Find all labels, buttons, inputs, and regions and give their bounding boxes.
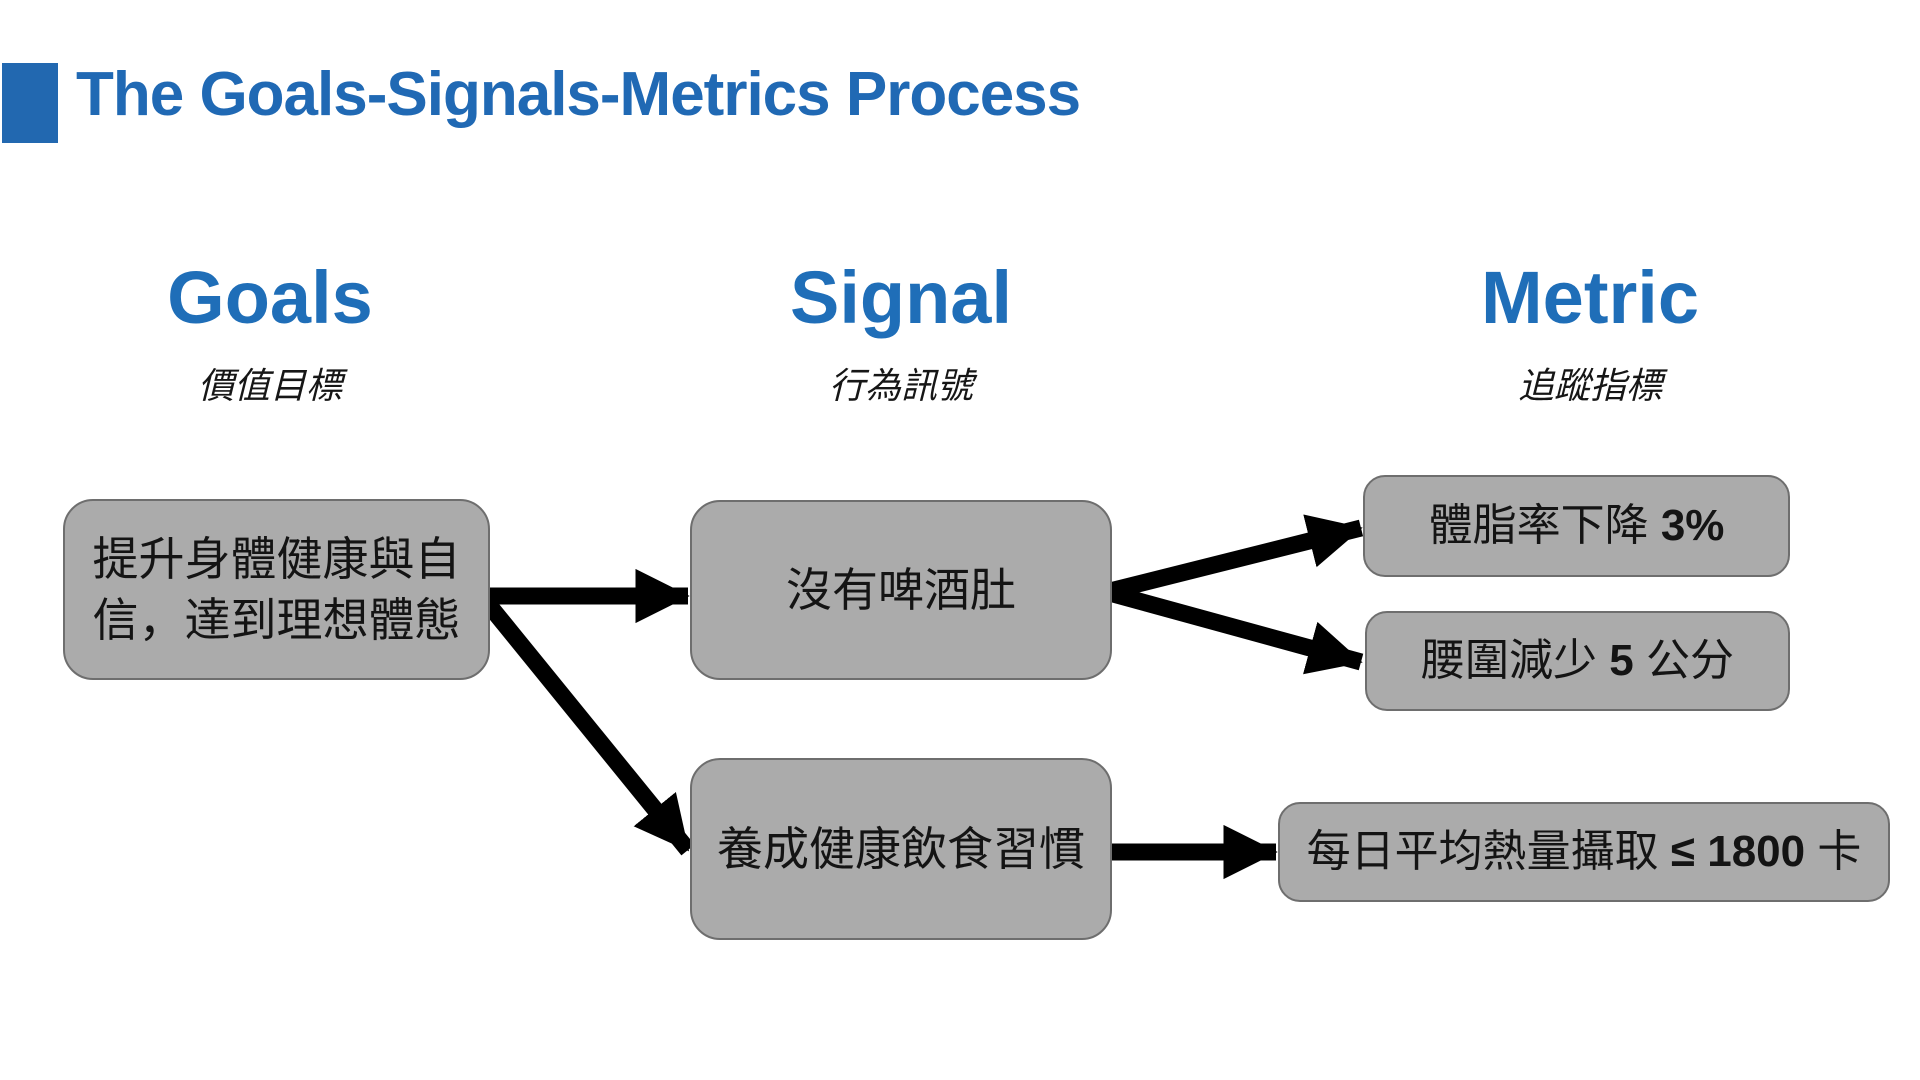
- column-subtitle-goals: 價值目標: [197, 365, 342, 406]
- metric-box-2: 腰圍減少 5 公分: [1365, 611, 1790, 711]
- metric-box-3: 每日平均熱量攝取 ≤ 1800 卡: [1278, 802, 1890, 902]
- metric-box-1: 體脂率下降 3%: [1363, 475, 1790, 577]
- arrow-signal1-to-metric2: [1103, 583, 1364, 675]
- signal-box-2-text: 養成健康飲食習慣: [717, 822, 1085, 875]
- metric-box-1-text: 體脂率下降 3%: [1428, 500, 1725, 550]
- arrow-signal1-to-metric1: [1103, 514, 1364, 601]
- column-subtitle-signal: 行為訊號: [828, 365, 973, 406]
- arrow-goal-to-signal2: [477, 593, 695, 856]
- goal-box-text: 提升身體健康與自 信，達到理想體態: [92, 532, 461, 646]
- signal-box-1-text: 沒有啤酒肚: [786, 563, 1016, 616]
- column-header-signal: Signal: [789, 256, 1013, 339]
- goal-box: 提升身體健康與自 信，達到理想體態: [63, 499, 490, 680]
- column-subtitle-metric: 追蹤指標: [1517, 365, 1662, 406]
- column-header-metric: Metric: [1481, 256, 1699, 339]
- metric-box-3-text: 每日平均熱量攝取 ≤ 1800 卡: [1306, 826, 1862, 876]
- signal-box-2: 養成健康飲食習慣: [690, 758, 1112, 940]
- signal-box-1: 沒有啤酒肚: [690, 500, 1112, 680]
- column-header-goals: Goals: [167, 256, 373, 339]
- slide-title: The Goals-Signals-Metrics Process: [76, 60, 1081, 129]
- metric-box-2-text: 腰圍減少 5 公分: [1421, 635, 1734, 685]
- title-accent-square: [2, 63, 58, 143]
